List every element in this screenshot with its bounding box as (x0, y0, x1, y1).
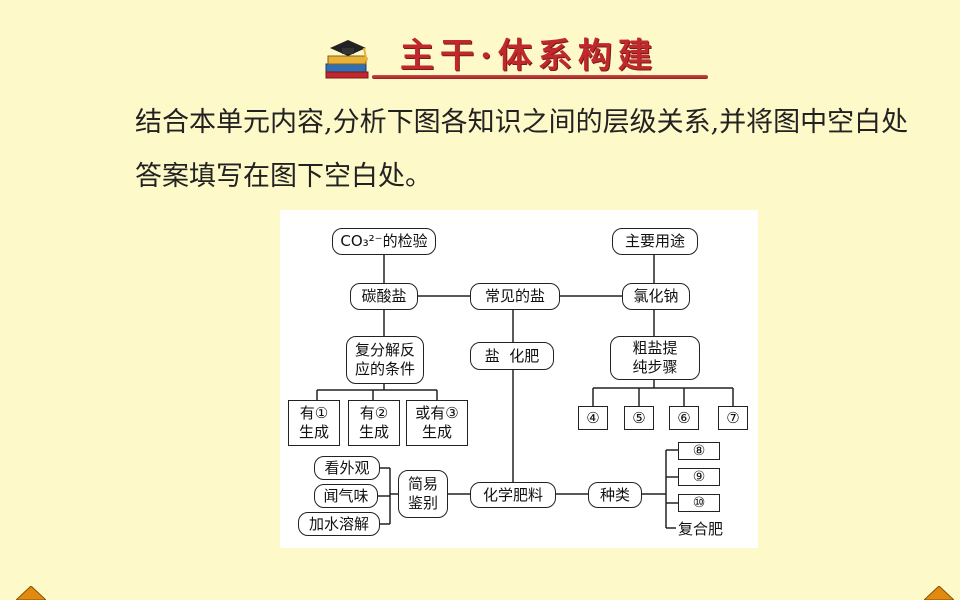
simple-identification-node: 简易鉴别 (398, 470, 448, 518)
salt-fertilizer-node: 盐 化肥 (470, 342, 554, 370)
double-decomposition-node: 复分解反应的条件 (346, 336, 424, 384)
carbonate-node: 碳酸盐 (350, 283, 418, 310)
smell-node: 闻气味 (314, 484, 378, 508)
step-5-node: ⑤ (624, 406, 654, 430)
kind-8-node: ⑧ (678, 442, 720, 460)
common-salt-node: 常见的盐 (470, 283, 560, 310)
step-6-node: ⑥ (669, 406, 699, 430)
section-header: 主干·体系构建 (320, 26, 720, 86)
diagram-connectors (316, 254, 734, 529)
nacl-node: 氯化钠 (622, 283, 690, 310)
step-4-node: ④ (578, 406, 608, 430)
compound-fertilizer-label: 复合肥 (678, 520, 724, 538)
graduation-book-icon (325, 40, 369, 79)
condition-1-node: 有①生成 (288, 400, 340, 446)
next-arrow-icon[interactable] (924, 586, 954, 600)
main-use-node: 主要用途 (612, 228, 698, 255)
title-underline (372, 75, 708, 79)
instruction-text: 结合本单元内容,分析下图各知识之间的层级关系,并将图中空白处答案填写在图下空白处… (135, 107, 909, 192)
kinds-node: 种类 (588, 482, 642, 508)
step-7-node: ⑦ (718, 406, 748, 430)
dissolve-in-water-node: 加水溶解 (298, 512, 380, 536)
previous-arrow-icon[interactable] (16, 586, 46, 600)
crude-salt-node: 粗盐提纯步骤 (610, 336, 700, 380)
knowledge-diagram: CO₃²⁻的检验 主要用途 碳酸盐 常见的盐 氯化钠 复分解反应的条件 盐 化肥… (280, 210, 758, 548)
kind-9-node: ⑨ (678, 468, 720, 486)
look-appearance-node: 看外观 (314, 456, 380, 480)
section-title: 主干·体系构建 (400, 36, 658, 76)
kind-10-node: ⑩ (678, 494, 720, 512)
condition-2-node: 有②生成 (348, 400, 400, 446)
chemical-fertilizer-node: 化学肥料 (470, 482, 556, 508)
condition-3-node: 或有③生成 (406, 400, 468, 446)
co3-test-node: CO₃²⁻的检验 (332, 228, 436, 255)
